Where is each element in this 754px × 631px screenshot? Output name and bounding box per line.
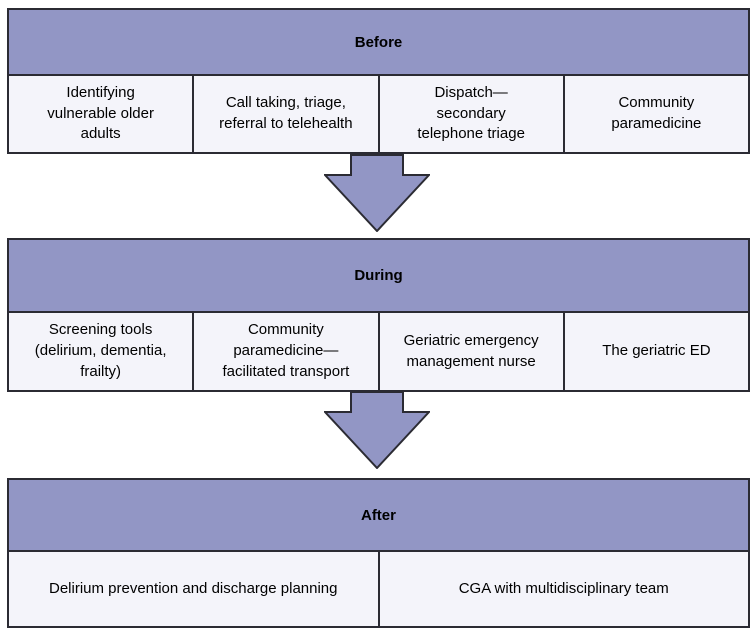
item-label: Community paramedicine— facilitated tran… bbox=[222, 321, 350, 380]
item-call-taking-triage-referral: Call taking, triage, referral to telehea… bbox=[192, 76, 378, 152]
item-dispatch-secondary-telephone-triage: Dispatch— secondary telephone triage bbox=[377, 76, 563, 152]
phase-section-after: After Delirium prevention and discharge … bbox=[7, 478, 750, 628]
item-the-geriatric-ed: The geriatric ED bbox=[562, 313, 748, 390]
item-label: Screening tools (delirium, dementia, fra… bbox=[34, 321, 167, 380]
item-screening-tools: Screening tools (delirium, dementia, fra… bbox=[9, 313, 193, 390]
phase-header-during: During bbox=[9, 240, 748, 313]
phase-title: After bbox=[360, 506, 396, 524]
item-label: CGA with multidisciplinary team bbox=[458, 579, 669, 597]
phase-title: Before bbox=[354, 33, 403, 51]
item-label: Dispatch— secondary telephone triage bbox=[417, 83, 525, 143]
item-cga-multidisciplinary-team: CGA with multidisciplinary team bbox=[377, 552, 748, 626]
item-label: Call taking, triage, referral to telehea… bbox=[219, 94, 353, 132]
phase-items-during: Screening tools (delirium, dementia, fra… bbox=[9, 313, 748, 390]
item-label: Community paramedicine bbox=[611, 94, 702, 132]
down-arrow-icon bbox=[324, 154, 430, 232]
item-community-paramedicine: Community paramedicine bbox=[562, 76, 748, 152]
phase-items-after: Delirium prevention and discharge planni… bbox=[9, 552, 748, 626]
item-label: Identifying vulnerable older adults bbox=[47, 83, 154, 143]
phase-section-during: During Screening tools (delirium, dement… bbox=[7, 238, 750, 392]
item-identifying-vulnerable-older-adults: Identifying vulnerable older adults bbox=[9, 76, 193, 152]
phase-header-after: After bbox=[9, 480, 748, 552]
item-label: Geriatric emergency management nurse bbox=[403, 331, 539, 370]
item-delirium-prevention-discharge-planning: Delirium prevention and discharge planni… bbox=[9, 552, 378, 626]
item-community-paramedicine-transport: Community paramedicine— facilitated tran… bbox=[192, 313, 378, 390]
phase-items-before: Identifying vulnerable older adults Call… bbox=[9, 76, 748, 152]
phase-header-before: Before bbox=[9, 10, 748, 76]
item-label: The geriatric ED bbox=[602, 342, 711, 360]
item-label: Delirium prevention and discharge planni… bbox=[48, 579, 338, 597]
phase-section-before: Before Identifying vulnerable older adul… bbox=[7, 8, 750, 154]
item-geriatric-emergency-management-nurse: Geriatric emergency management nurse bbox=[377, 313, 563, 390]
phase-title: During bbox=[354, 267, 403, 284]
down-arrow-icon bbox=[324, 391, 430, 469]
